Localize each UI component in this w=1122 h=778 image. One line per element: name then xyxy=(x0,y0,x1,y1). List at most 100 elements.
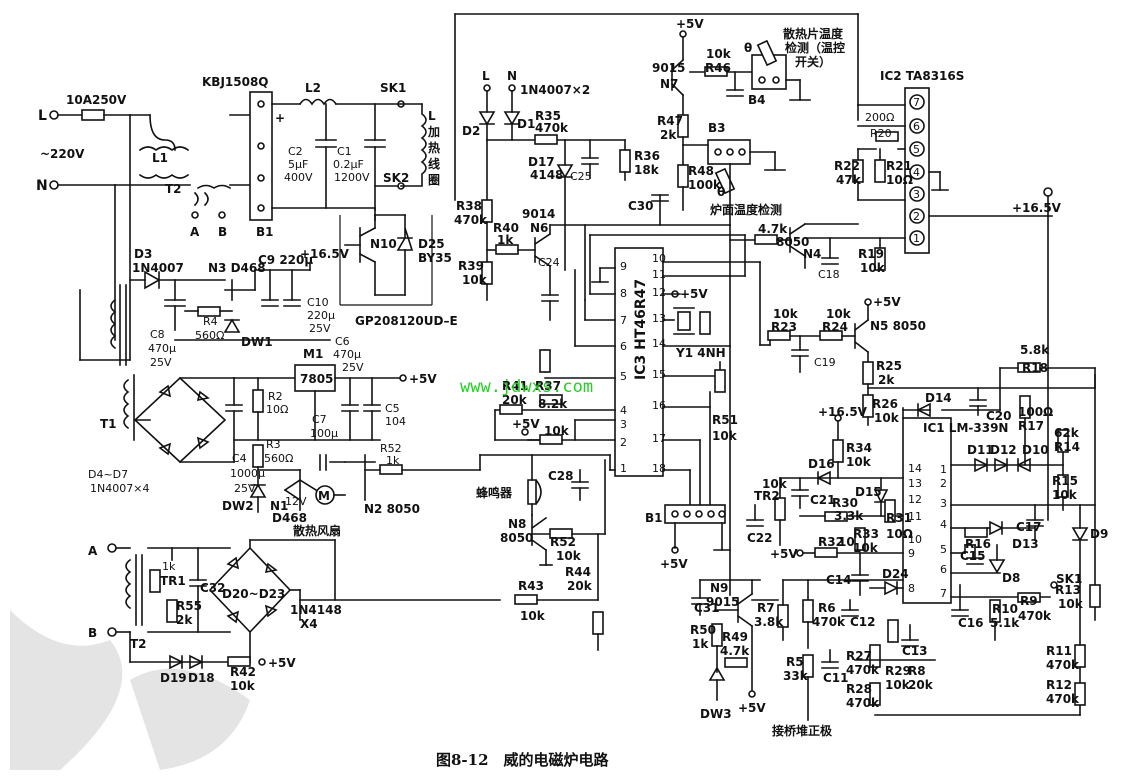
igbt-label: GP208120UD–E xyxy=(355,314,458,328)
r52b-name: R52 xyxy=(550,535,576,549)
pin-number: 2 xyxy=(620,436,627,449)
theta-b4: θ xyxy=(744,41,752,55)
c10-value: 220μ xyxy=(307,309,335,322)
pin-number: 18 xyxy=(652,462,666,475)
c1-value: 0.2μF xyxy=(333,158,364,171)
bridge-rectifier-b1: KBJ1508Q B1 + xyxy=(202,75,285,239)
pin-number: 5 xyxy=(940,543,947,556)
c4-name: C4 xyxy=(232,452,247,465)
n9-type: 9015 xyxy=(706,595,739,609)
figure-caption: 图8-12 威的电磁炉电路 xyxy=(436,751,610,769)
r35-value: 470k xyxy=(535,121,569,135)
r46-value: 10k xyxy=(706,47,732,61)
d17-name: D17 xyxy=(528,155,555,169)
r32-name: R32 xyxy=(818,535,844,549)
r13-value: 10k xyxy=(1058,597,1084,611)
r43-name: R43 xyxy=(518,579,544,593)
d24-label: D24 xyxy=(882,567,909,581)
stamp-seal xyxy=(10,610,250,770)
r8-value: 20k xyxy=(908,678,934,692)
5v-supply: T1 D4~D7 1N4007×4 C4 1000μ 25V M1 7805 +… xyxy=(88,335,481,538)
pan-sensor-label: 炉面温度检测 xyxy=(710,202,782,217)
d18-label: D18 xyxy=(188,671,215,685)
d14-label: D14 xyxy=(925,391,952,405)
pin-number: 8 xyxy=(620,287,627,300)
r6-name: R6 xyxy=(818,601,836,615)
r37-value: 8.2k xyxy=(538,397,568,411)
pin-number: 1 xyxy=(913,232,920,245)
c6-voltage: 25V xyxy=(342,361,364,374)
pin-number: 6 xyxy=(620,340,627,353)
r24-name: R24 xyxy=(822,320,848,334)
r50-name: R50 xyxy=(690,623,716,637)
r31-value: 10Ω xyxy=(886,527,913,541)
r36-name: R36 xyxy=(634,149,660,163)
n9-name: N9 xyxy=(710,581,728,595)
r26-value: 10k xyxy=(874,411,900,425)
sk1b-label: SK1 xyxy=(1056,572,1082,586)
d19-label: D19 xyxy=(160,671,187,685)
r16-label: R16 xyxy=(965,537,991,551)
coil-L: L xyxy=(428,109,436,123)
n10-label: N10 xyxy=(370,237,397,251)
label-N-top: N xyxy=(507,69,517,83)
fan-label: 散热风扇 xyxy=(293,523,341,538)
pin-number: 16 xyxy=(652,399,666,412)
aux-supply-16v: D3 1N4007 C8 470μ 25V R4 560Ω DW1 N3 D46… xyxy=(110,247,335,369)
sensor-section: L N D2 D1 1N4007×2 R35 470k D17 4148 C25… xyxy=(454,13,859,321)
label-ac: ~220V xyxy=(40,147,85,161)
r25-value: 2k xyxy=(878,373,895,387)
pin-number: 9 xyxy=(620,260,627,273)
r20-name: R20 xyxy=(870,127,892,140)
m1-part: 7805 xyxy=(300,372,333,386)
ic2-label: IC2 TA8316S xyxy=(880,69,964,83)
x4-type: 1N4148 xyxy=(290,603,342,617)
ic3-label: IC3 HT46R47 xyxy=(633,279,649,380)
c5-name: C5 xyxy=(385,402,400,415)
pin-number: 12 xyxy=(652,286,666,299)
dw2-label: DW2 xyxy=(222,499,254,513)
n1-voltage: 12V xyxy=(285,495,307,508)
rail-5v-b: +5V xyxy=(676,17,704,31)
pin-number: 13 xyxy=(908,477,922,490)
r50-value: 1k xyxy=(692,637,709,651)
rail-5v-a: +5V xyxy=(409,372,437,386)
n3-label: N3 D468 xyxy=(208,261,266,275)
r5-name: R5 xyxy=(786,655,804,669)
r12-name: R12 xyxy=(1046,678,1072,692)
c7-value: 100μ xyxy=(310,427,338,440)
r5-value: 33k xyxy=(783,669,809,683)
pin-number: 4 xyxy=(620,404,627,417)
r29-value: 10k xyxy=(885,678,911,692)
pin-number: 1 xyxy=(940,463,947,476)
pin-number: 7 xyxy=(940,587,947,600)
r28-name: R28 xyxy=(846,682,872,696)
y1-label: Y1 4NH xyxy=(675,346,726,360)
bridge-sense-section: C31 N9 9015 R50 1k DW3 R49 4.7k +5V R7 3… xyxy=(690,579,936,738)
c22-label: C22 xyxy=(747,531,773,545)
svg-text:M: M xyxy=(318,489,330,503)
d20d23-label: D20~D23 xyxy=(222,587,285,601)
d4d7-type: 1N4007×4 xyxy=(90,482,149,495)
r44-value: 20k xyxy=(567,579,593,593)
r17-name: R17 xyxy=(1018,419,1044,433)
l1-label: L1 xyxy=(152,151,168,165)
r22-name: R22 xyxy=(834,159,860,173)
c2-name: C2 xyxy=(288,145,303,158)
r10k2-label: 10k xyxy=(762,477,788,491)
label-B-top: B xyxy=(218,225,227,239)
r20-value: 200Ω xyxy=(865,111,894,124)
bridge-label: KBJ1508Q xyxy=(202,75,269,89)
r31-name: R31 xyxy=(886,511,912,525)
tr1-name: TR1 xyxy=(160,574,186,588)
d9-label: D9 xyxy=(1090,527,1108,541)
pin-number: 14 xyxy=(908,462,922,475)
pin-number: 3 xyxy=(913,188,920,201)
r51-name: R51 xyxy=(712,413,738,427)
r42-name: R42 xyxy=(230,665,256,679)
r48-value: 100k xyxy=(688,178,722,192)
b3-label: B3 xyxy=(708,121,726,135)
r4-value: 560Ω xyxy=(195,329,224,342)
coil-3: 线 xyxy=(428,156,440,171)
r10-value: 5.1k xyxy=(990,616,1020,630)
